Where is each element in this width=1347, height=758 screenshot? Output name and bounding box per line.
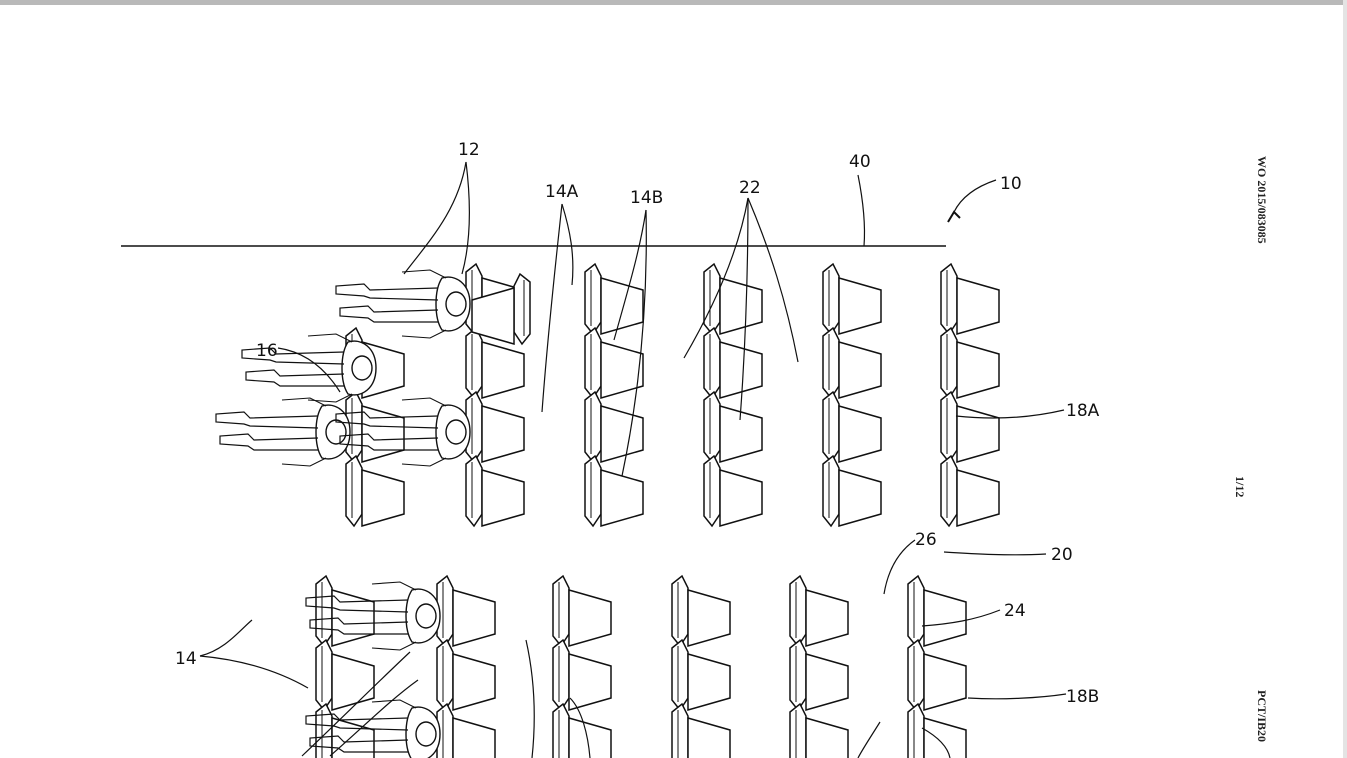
reference-line-40 [121, 174, 946, 247]
application-number: PCT/IB20 [1255, 690, 1269, 742]
reference-numerals: 12 14A 14B 22 40 10 16 18A 26 20 24 14 1… [175, 140, 1100, 707]
label-26: 26 [915, 530, 937, 550]
label-14A: 14A [545, 182, 579, 202]
label-12: 12 [458, 140, 480, 160]
label-10: 10 [1000, 174, 1022, 194]
upper-occupants [215, 269, 471, 467]
top-border [0, 0, 1347, 5]
label-18A: 18A [1066, 401, 1100, 421]
right-border [1343, 0, 1347, 758]
margin-header: WO 2015/083085 1/12 PCT/IB20 [1233, 156, 1269, 742]
label-22: 22 [739, 178, 761, 198]
label-14: 14 [175, 649, 197, 669]
label-16: 16 [256, 341, 278, 361]
leader-lines [199, 161, 1067, 758]
label-24: 24 [1004, 601, 1026, 621]
label-14B: 14B [630, 188, 663, 208]
sheet-number: 1/12 [1233, 476, 1247, 497]
label-20: 20 [1051, 545, 1073, 565]
label-18B: 18B [1066, 687, 1099, 707]
label-40: 40 [849, 152, 871, 172]
publication-number: WO 2015/083085 [1255, 156, 1269, 244]
